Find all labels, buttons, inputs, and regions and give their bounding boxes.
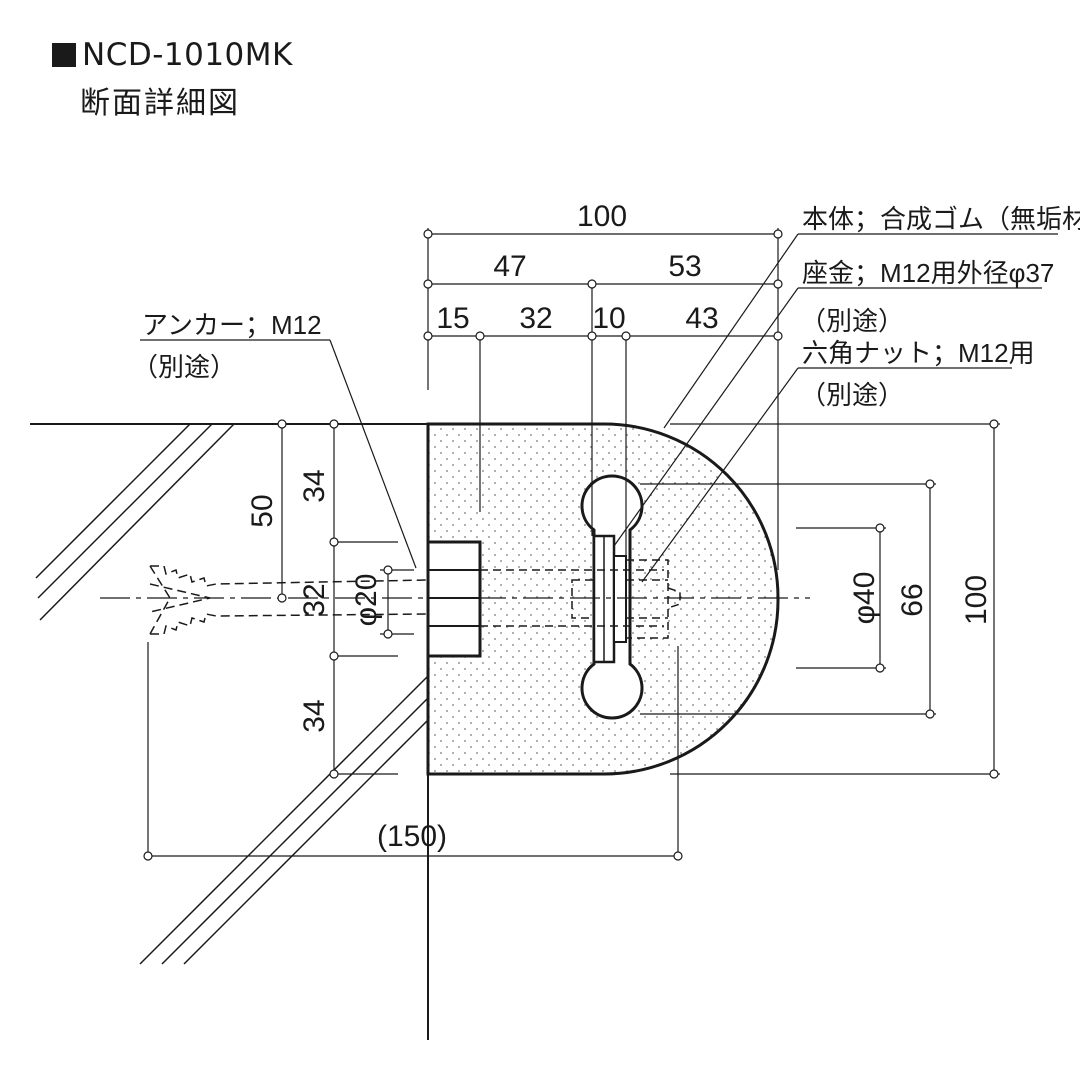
label-body: 本体；合成ゴム（無垢材） — [802, 204, 1080, 234]
dim-upper-34: 34 — [298, 469, 331, 502]
dimension-lines — [140, 228, 1058, 857]
wall-structure — [30, 423, 429, 1040]
dimension-markers — [143, 229, 999, 861]
dim-split-right: 53 — [668, 250, 701, 283]
label-nut: 六角ナット；M12用 — [802, 338, 1035, 368]
dim-bottom-150: (150) — [377, 820, 447, 853]
label-nut-note: （別途） — [800, 380, 904, 410]
dim-phi40: φ40 — [848, 572, 881, 625]
dim-split-left: 47 — [493, 250, 526, 283]
dim-h100: 100 — [960, 575, 993, 625]
dim-phi20: φ20 — [350, 574, 383, 627]
dim-h66: 66 — [896, 583, 929, 616]
title-square-icon — [52, 43, 76, 67]
dim-height-50: 50 — [246, 494, 279, 527]
dim-seg-c: 10 — [592, 302, 625, 335]
washer — [592, 534, 627, 664]
dim-seg-d: 43 — [685, 302, 718, 335]
label-anchor-note: （別途） — [132, 352, 236, 382]
dim-mid-32: 32 — [298, 583, 331, 616]
drawing-subtitle: 断面詳細図 — [80, 86, 240, 121]
dim-overall-width: 100 — [577, 200, 627, 233]
dim-seg-a: 15 — [436, 302, 469, 335]
label-washer: 座金；M12用外径φ37 — [802, 258, 1054, 288]
title-block: NCD-1010MK 断面詳細図 — [52, 36, 293, 124]
model-name: NCD-1010MK — [82, 37, 293, 73]
label-washer-note: （別途） — [800, 306, 904, 336]
anchor-socket — [426, 540, 482, 658]
model-title: NCD-1010MK — [52, 36, 293, 74]
label-anchor: アンカー；M12 — [142, 310, 322, 340]
dim-lower-34: 34 — [298, 699, 331, 732]
dim-seg-b: 32 — [519, 302, 552, 335]
anchor-wedge — [149, 565, 429, 635]
anchor-bolt-hidden — [480, 559, 681, 639]
